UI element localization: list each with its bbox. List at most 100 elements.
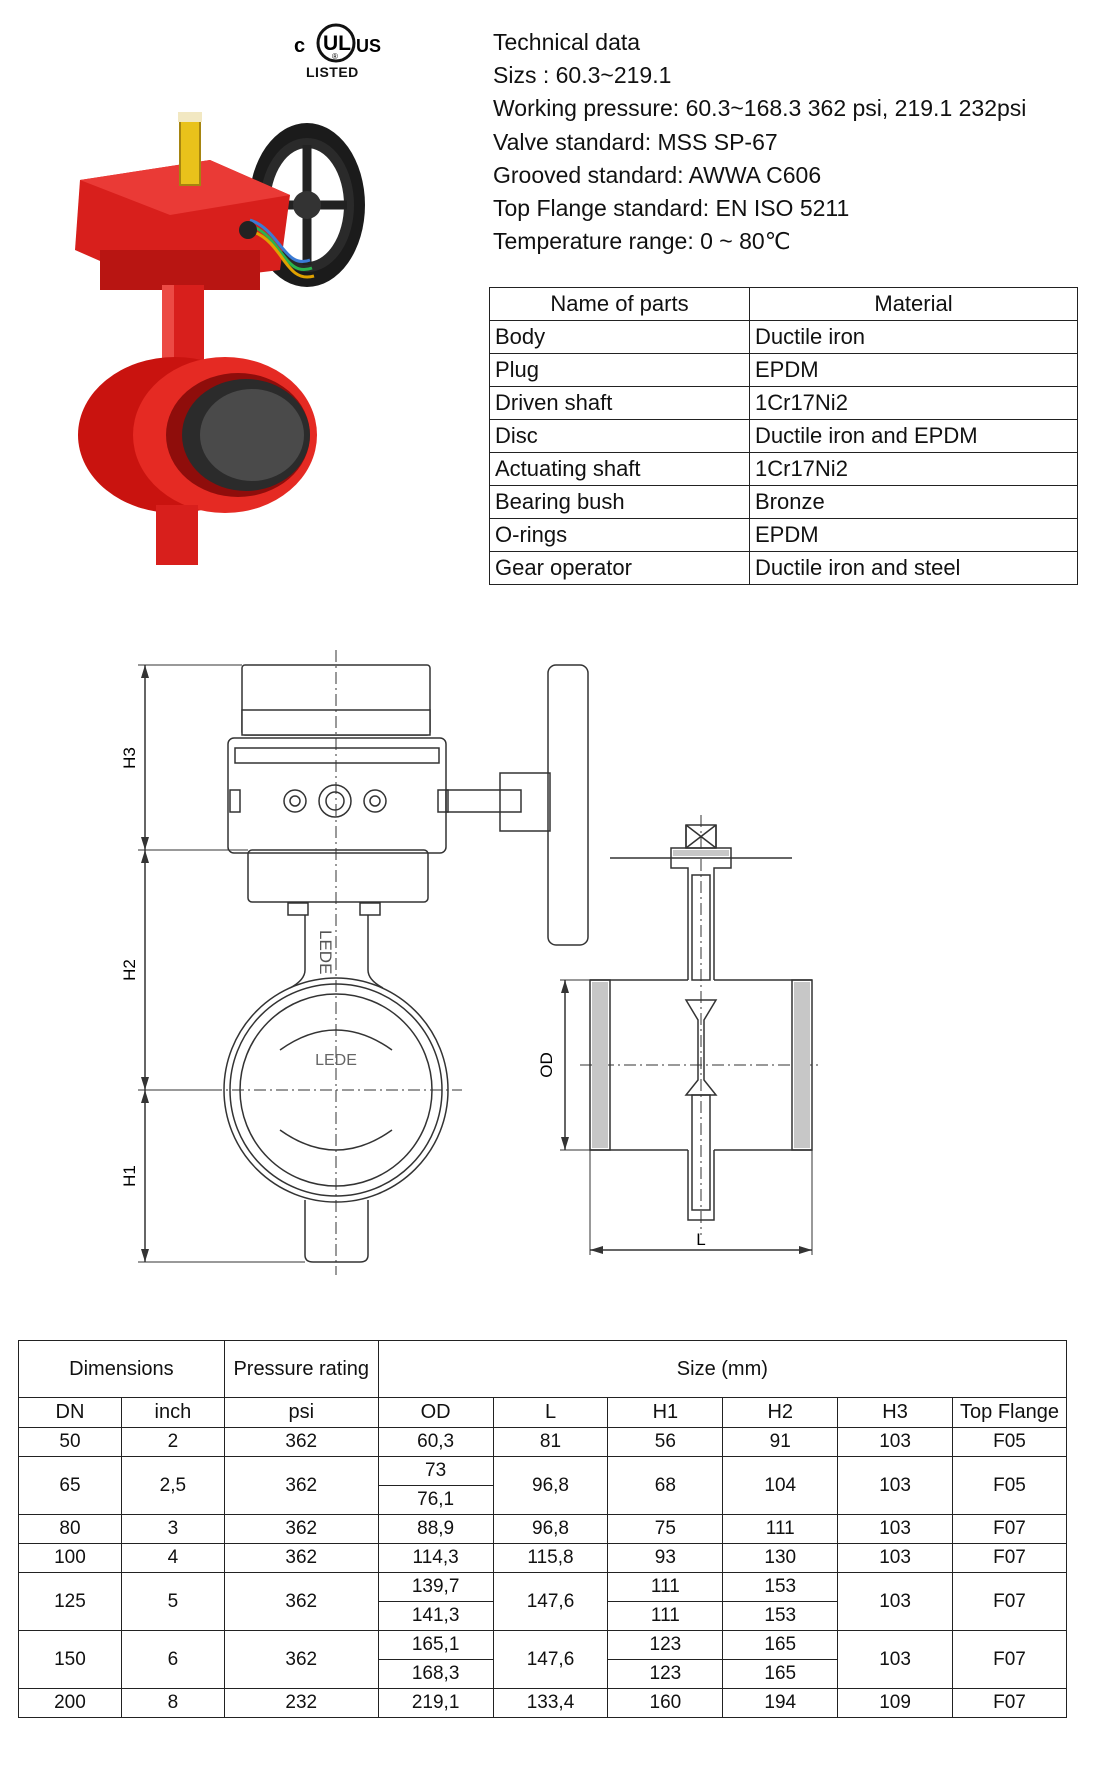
cell-od: 76,1 — [377, 1485, 494, 1515]
table-row: 150 6 362 165,1 147,6 123 165 103 F07 — [18, 1630, 1067, 1689]
cell-h1: 56 — [607, 1427, 724, 1457]
dim-label-od: OD — [537, 1052, 556, 1078]
cell-flange: F07 — [952, 1572, 1067, 1631]
cell-od: 168,3 — [377, 1659, 494, 1689]
cell-dn: 100 — [18, 1543, 122, 1573]
table-row: 141,3 111 153 — [19, 1601, 1067, 1631]
cell-inch: 8 — [120, 1688, 225, 1718]
dim-label-l: L — [696, 1230, 705, 1249]
table-row: 125 5 362 139,7 147,6 111 153 103 F07 — [18, 1572, 1067, 1631]
cell-h3: 103 — [837, 1630, 954, 1689]
cell-h3: 103 — [837, 1514, 954, 1544]
cell-flange: F05 — [952, 1456, 1067, 1515]
part-name: Plug — [489, 353, 750, 387]
brand-disc: LEDE — [315, 1052, 357, 1069]
table-row: 76,1 — [19, 1485, 1067, 1515]
dim-label-h3: H3 — [120, 747, 139, 769]
cell-inch: 2 — [120, 1427, 225, 1457]
part-material: EPDM — [749, 518, 1078, 552]
table-row: 80 3 362 88,9 96,8 75 111 103 F07 — [18, 1514, 1067, 1544]
part-name: Driven shaft — [489, 386, 750, 420]
part-material: Ductile iron and steel — [749, 551, 1078, 585]
part-material: Bronze — [749, 485, 1078, 519]
part-name: Actuating shaft — [489, 452, 750, 486]
dim-label-h1: H1 — [120, 1165, 139, 1187]
tech-size: Sizs : 60.3~219.1 — [493, 62, 672, 89]
cell-psi: 362 — [223, 1514, 379, 1544]
cell-flange: F07 — [952, 1688, 1067, 1718]
cell-inch: 5 — [120, 1572, 225, 1631]
cell-psi: 232 — [223, 1688, 379, 1718]
cell-dn: 80 — [18, 1514, 122, 1544]
cell-inch: 4 — [120, 1543, 225, 1573]
cell-h3: 109 — [837, 1688, 954, 1718]
cell-l: 96,8 — [492, 1456, 609, 1515]
svg-text:UL: UL — [323, 32, 351, 55]
product-photo — [75, 112, 365, 565]
dim-label-h2: H2 — [120, 959, 139, 981]
cell-h2: 104 — [722, 1456, 839, 1515]
svg-text:US: US — [356, 36, 381, 56]
part-material: Ductile iron — [749, 320, 1078, 354]
cell-od: 88,9 — [377, 1514, 494, 1544]
cell-flange: F07 — [952, 1514, 1067, 1544]
tech-title: Technical data — [493, 29, 641, 55]
cell-psi: 362 — [223, 1427, 379, 1457]
cell-h1: 123 — [607, 1659, 724, 1689]
part-name: Bearing bush — [489, 485, 750, 519]
parts-header-material: Material — [749, 287, 1078, 321]
cell-dn: 65 — [18, 1456, 122, 1515]
part-material: 1Cr17Ni2 — [749, 386, 1078, 420]
table-row: 200 8 232 219,1 133,4 160 194 109 F07 — [18, 1688, 1067, 1718]
cell-l: 115,8 — [492, 1543, 609, 1573]
cell-h3: 103 — [837, 1456, 954, 1515]
cell-h2: 130 — [722, 1543, 839, 1573]
svg-text:®: ® — [332, 52, 338, 61]
col-psi: psi — [223, 1397, 379, 1428]
table-row: 50 2 362 60,3 81 56 91 103 F05 — [18, 1427, 1067, 1457]
part-material: Ductile iron and EPDM — [749, 419, 1078, 453]
cell-od: 139,7 — [377, 1572, 494, 1602]
part-name: O-rings — [489, 518, 750, 552]
cell-h2: 153 — [722, 1601, 839, 1631]
cell-h2: 153 — [722, 1572, 839, 1602]
cell-h3: 103 — [837, 1543, 954, 1573]
col-l: L — [492, 1397, 609, 1428]
cell-dn: 50 — [18, 1427, 122, 1457]
cell-l: 133,4 — [492, 1688, 609, 1718]
tech-top-flange-standard: Top Flange standard: EN ISO 5211 — [493, 195, 850, 222]
ul-listed-logo: c UL ® US — [294, 23, 381, 63]
cell-h2: 111 — [722, 1514, 839, 1544]
technical-data: Technical data Sizs : 60.3~219.1 Working… — [493, 26, 1026, 258]
col-h1: H1 — [607, 1397, 724, 1428]
cell-od: 165,1 — [377, 1630, 494, 1660]
header-dimensions: Dimensions — [18, 1340, 225, 1398]
cell-l: 81 — [492, 1427, 609, 1457]
tech-temperature-range: Temperature range: 0 ~ 80℃ — [493, 228, 791, 255]
cell-od: 141,3 — [377, 1601, 494, 1631]
technical-drawing: H3 H2 H1 LEDE LEDE — [120, 650, 820, 1275]
cell-dn: 125 — [18, 1572, 122, 1631]
cell-h2: 165 — [722, 1630, 839, 1660]
cell-inch: 3 — [120, 1514, 225, 1544]
cell-flange: F07 — [952, 1630, 1067, 1689]
cell-l: 96,8 — [492, 1514, 609, 1544]
part-material: EPDM — [749, 353, 1078, 387]
table-row: 100 4 362 114,3 115,8 93 130 103 F07 — [18, 1543, 1067, 1573]
part-material: 1Cr17Ni2 — [749, 452, 1078, 486]
cell-h2: 194 — [722, 1688, 839, 1718]
cell-psi: 362 — [223, 1543, 379, 1573]
tech-working-pressure: Working pressure: 60.3~168.3 362 psi, 21… — [493, 95, 1027, 122]
cell-h3: 103 — [837, 1572, 954, 1631]
header-size: Size (mm) — [377, 1340, 1068, 1398]
cell-psi: 362 — [223, 1630, 379, 1689]
brand-vertical: LEDE — [316, 930, 335, 974]
col-od: OD — [377, 1397, 494, 1428]
